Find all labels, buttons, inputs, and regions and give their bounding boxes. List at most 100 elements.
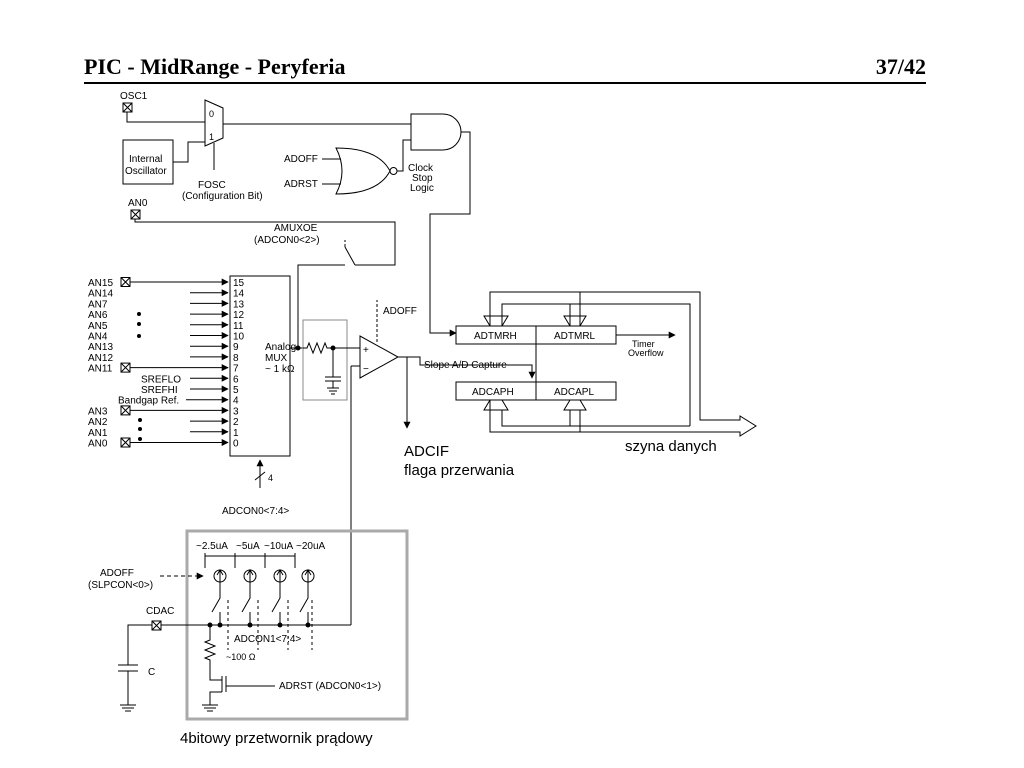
mux-label-1: Analog <box>265 342 296 353</box>
mux-pin-number: 15 <box>233 278 245 289</box>
mux-input-label: AN3 <box>88 406 108 417</box>
slope-capture-label: Slope A/D Capture <box>424 360 507 371</box>
an0-amux-wire <box>134 219 396 266</box>
mux-pin-number: 2 <box>233 417 239 428</box>
mux-input-label: AN11 <box>88 364 113 375</box>
cdac-label: CDAC <box>146 606 174 617</box>
analog-pin-cross <box>120 277 131 287</box>
int-osc-label-2: Oscillator <box>125 166 167 177</box>
comparator <box>359 335 400 379</box>
mux-input-0: 0 <box>209 109 214 119</box>
mux-pin-number: 7 <box>233 364 239 375</box>
mux-pin-number: 10 <box>233 332 245 343</box>
int-osc-label-1: Internal <box>129 154 162 165</box>
adcif-label: ADCIF <box>404 443 449 460</box>
mux-pin-number: 1 <box>233 428 239 439</box>
mux-input-label: AN5 <box>88 321 108 332</box>
mux-input-row: Bandgap Ref. 4 <box>118 396 239 407</box>
mux-input-label: AN6 <box>88 310 108 321</box>
adcif-caption: flaga przerwania <box>404 462 515 479</box>
adcapl-register <box>535 381 617 401</box>
mux-input-row: AN5 11 <box>88 321 244 332</box>
external-capacitor <box>118 664 138 712</box>
current-10ua: ~10uA <box>264 541 294 552</box>
nor-bubble <box>389 167 398 175</box>
mux-input-label: AN0 <box>88 439 108 450</box>
mux-pin-number: 9 <box>233 342 239 353</box>
capacitor-label: C <box>148 667 155 678</box>
fosc-label: FOSC <box>198 180 226 191</box>
data-bus-caption: szyna danych <box>625 438 717 455</box>
current-2-5ua: ~2.5uA <box>196 541 228 552</box>
osc1-label: OSC1 <box>120 91 148 102</box>
amuxoe-reg-label: (ADCON0<2>) <box>254 235 320 246</box>
mux-pin-number: 8 <box>233 353 239 364</box>
analog-mux-block <box>229 275 291 457</box>
mux-input-row: AN2 2 <box>88 417 239 428</box>
sample-rc-box <box>302 319 348 401</box>
reset-ground <box>202 691 222 712</box>
current-20ua: ~20uA <box>296 541 326 552</box>
mux-input-row: AN13 9 <box>88 342 239 353</box>
node-dot-left <box>295 345 301 351</box>
mux-ellipsis-dots <box>137 312 142 441</box>
an0-top-label: AN0 <box>128 198 148 209</box>
an0-top-pin <box>130 209 141 220</box>
clock-stop-logic-2: Stop <box>412 173 433 184</box>
analog-pin-cross <box>120 437 131 448</box>
reset-transistor <box>221 676 275 692</box>
amux-to-node-wire <box>297 264 345 348</box>
adtmrl-label: ADTMRL <box>554 331 596 342</box>
mux-input-label: AN1 <box>88 428 108 439</box>
dac-caption: 4bitowy przetwornik prądowy <box>180 730 373 747</box>
mux-input-label: SREFHI <box>141 385 178 396</box>
page-header: PIC - MidRange - Peryferia 37/42 <box>84 52 926 84</box>
adcaph-label: ADCAPH <box>472 387 514 398</box>
mux-input-row: AN1 1 <box>88 428 239 439</box>
int-osc-wire <box>173 141 205 163</box>
bus-inner-bottom <box>501 410 690 427</box>
analog-pin-cross <box>120 362 131 373</box>
adoff-dac-label: ADOFF <box>100 568 134 579</box>
page-title: PIC - MidRange - Peryferia <box>84 54 346 79</box>
bus-arrow-adtmrl <box>563 315 587 327</box>
bus-arrow-adcapl <box>563 399 587 411</box>
adoff-label: ADOFF <box>284 154 318 165</box>
bus-arrow-adtmrh <box>483 315 509 327</box>
mux-pin-number: 0 <box>233 439 239 450</box>
mux-input-label: Bandgap Ref. <box>118 396 179 407</box>
adrst-label: ADRST <box>284 179 318 190</box>
cdac-node-wire <box>127 624 351 665</box>
adcif-wire <box>398 356 411 429</box>
amuxoe-label: AMUXOE <box>274 223 318 234</box>
bus-slash <box>254 471 266 481</box>
timer-overflow-2: Overflow <box>628 348 664 358</box>
cmp-minus: − <box>363 364 369 375</box>
analog-pin-cross <box>120 405 131 416</box>
mux-input-label: AN2 <box>88 417 108 428</box>
mux-input-row: SREFHI 5 <box>141 385 239 396</box>
mux-label-2: MUX <box>265 353 288 364</box>
timer-overflow-1: Timer <box>632 339 655 349</box>
mux-pin-number: 5 <box>233 385 239 396</box>
page-number: 37/42 <box>875 54 926 79</box>
mux-input-label: AN13 <box>88 342 113 353</box>
mux-pin-number: 13 <box>233 299 245 310</box>
mux-input-1: 1 <box>209 132 214 142</box>
resistor-label: ~100 Ω <box>226 652 256 662</box>
current-5ua: ~5uA <box>236 541 260 552</box>
mux-input-label: SREFLO <box>141 374 181 385</box>
adcapl-label: ADCAPL <box>554 387 594 398</box>
nor-to-and-wire <box>397 139 411 172</box>
sample-resistor <box>303 341 332 355</box>
adoff-cmp-label: ADOFF <box>383 306 417 317</box>
mux-input-row: AN0 0 <box>88 437 239 450</box>
clock-stop-logic-1: Clock <box>408 163 434 174</box>
mux-pin-number: 4 <box>233 396 239 407</box>
mux-pin-number: 11 <box>233 321 244 332</box>
